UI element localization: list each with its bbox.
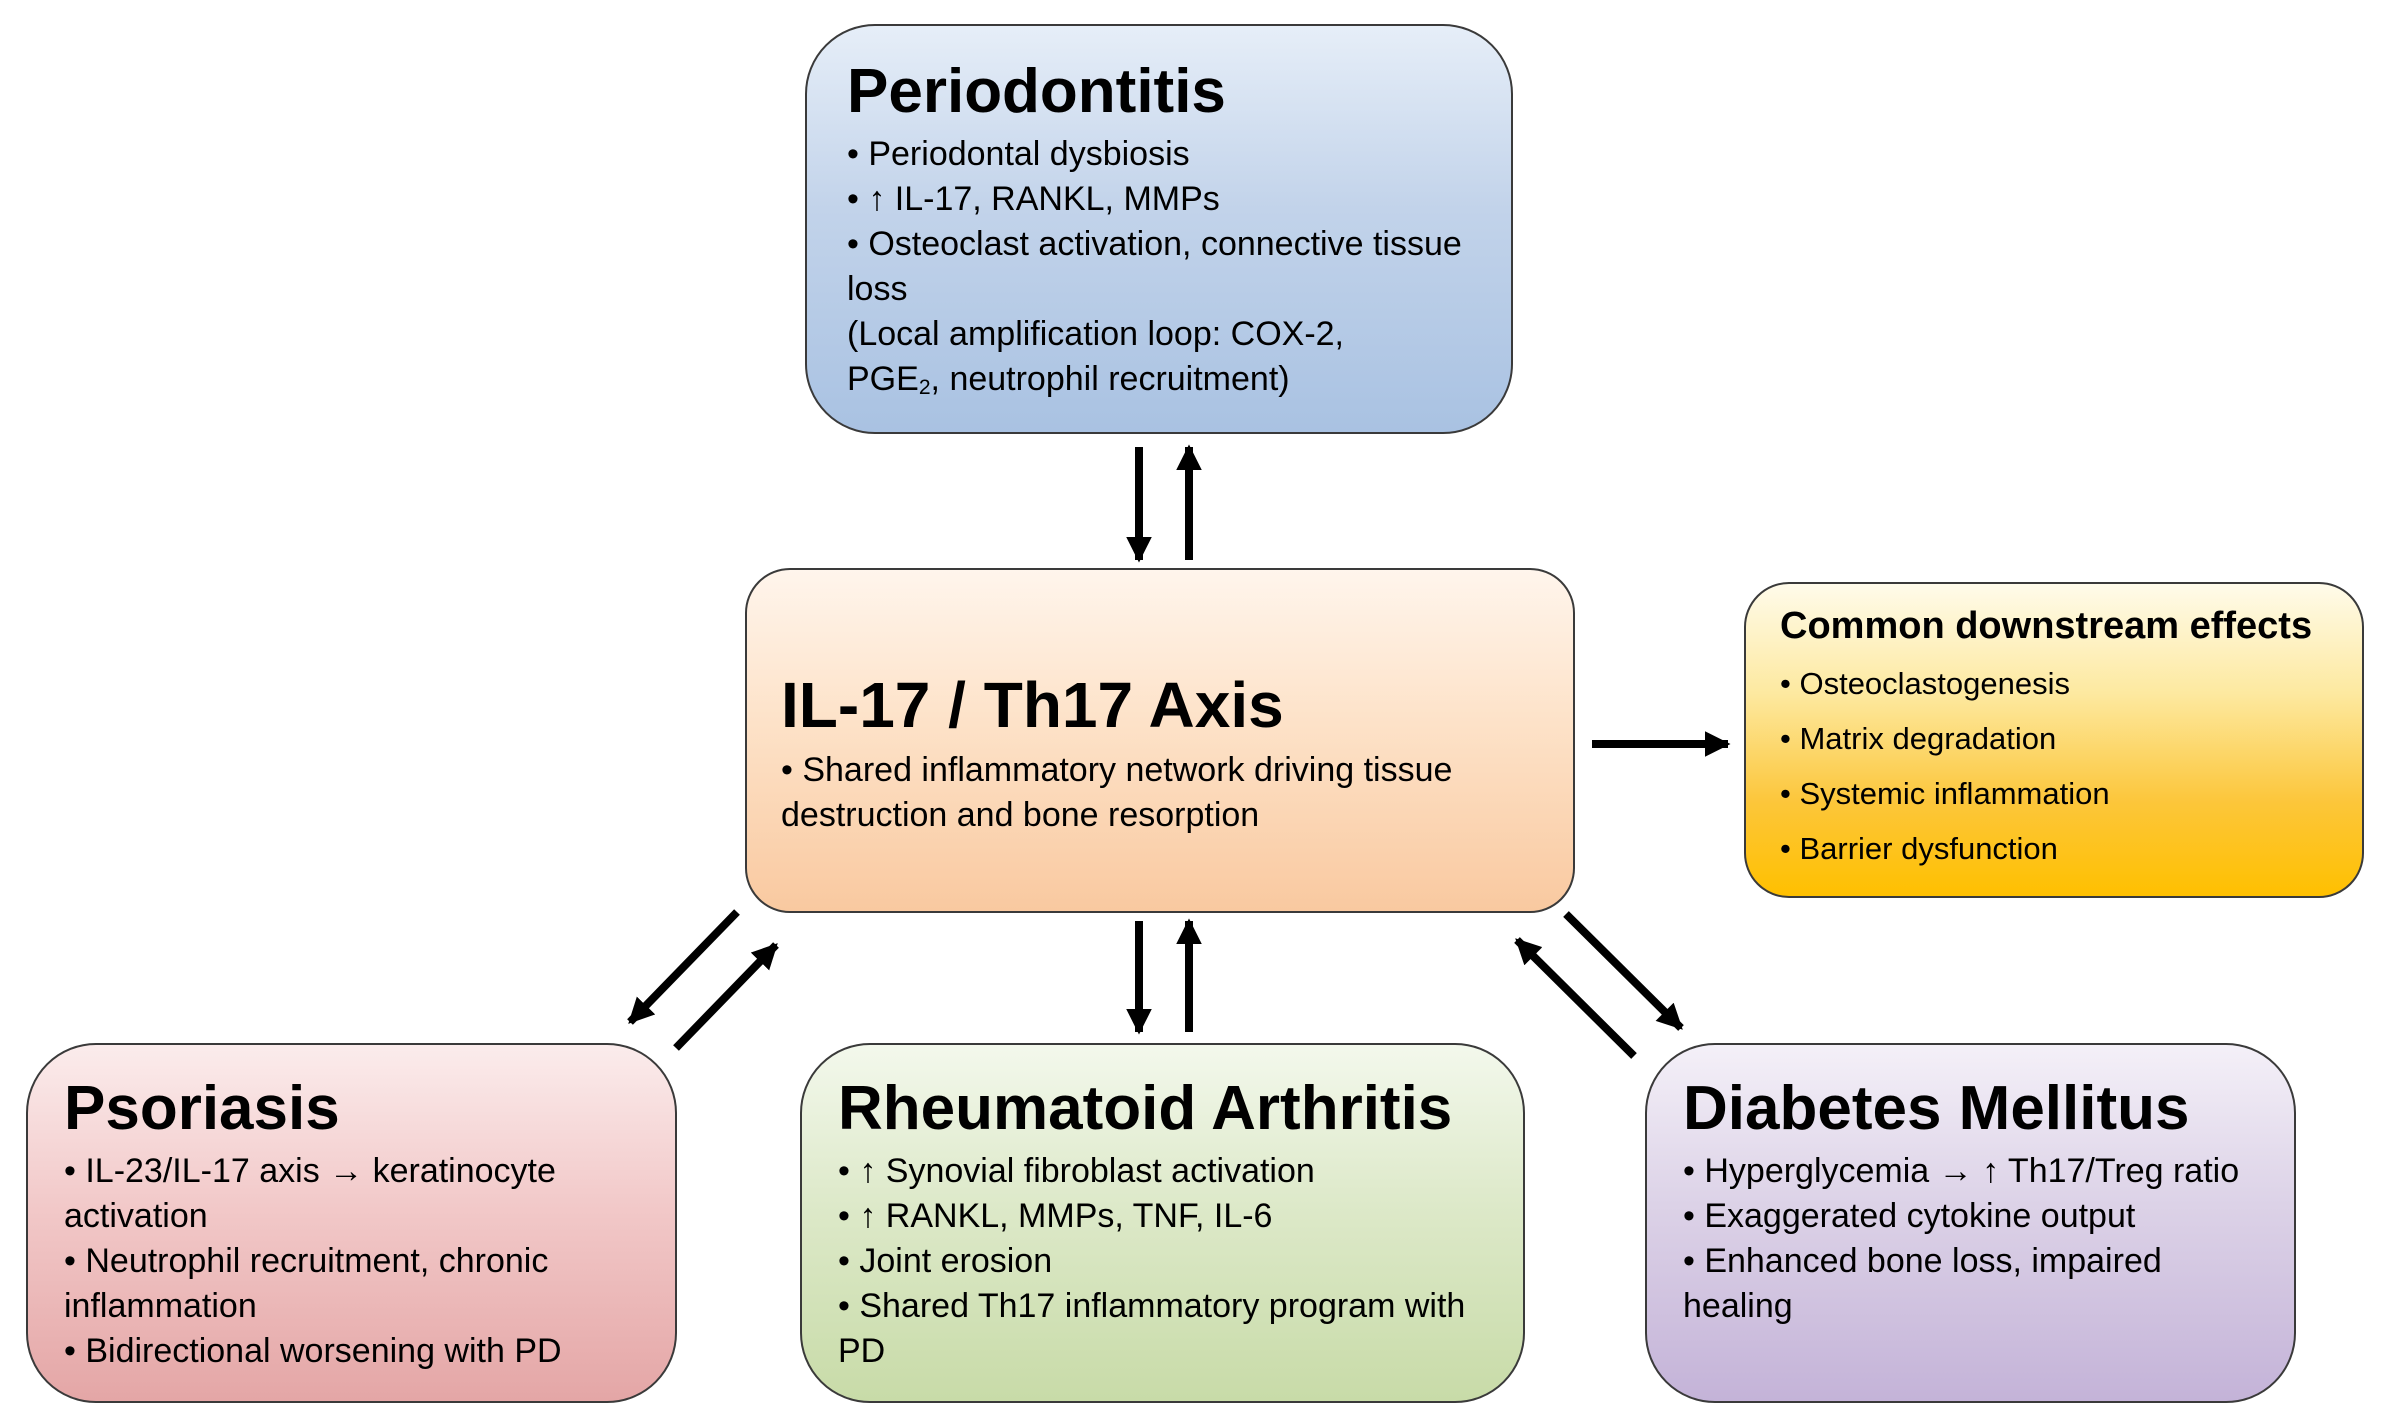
list-item: • Shared inflammatory network driving ti… (781, 751, 1453, 835)
il17-th17-axis-box: IL-17 / Th17 Axis • Shared inflammatory … (745, 568, 1575, 913)
rheumatoid-arthritis-box: Rheumatoid Arthritis • ↑ Synovial fibrob… (800, 1043, 1525, 1403)
arrow-axis-to-dm (1563, 911, 1684, 1031)
ra-title: Rheumatoid Arthritis (838, 1074, 1453, 1143)
periodontitis-title: Periodontitis (847, 57, 1226, 126)
axis-list: • Shared inflammatory network driving ti… (781, 748, 1539, 838)
list-item: • Systemic inflammation (1780, 775, 2110, 811)
ra-list: • ↑ Synovial fibroblast activation • ↑ R… (838, 1149, 1493, 1374)
list-item: • ↑ IL-17, RANKL, MMPs (847, 180, 1220, 219)
list-item: • Joint erosion (838, 1242, 1053, 1281)
list-item: • Shared Th17 inflammatory program with … (838, 1287, 1466, 1371)
list-item: • Hyperglycemia → ↑ Th17/Treg ratio (1683, 1152, 2240, 1191)
arrow-psoriasis-to-axis (673, 942, 779, 1051)
arrow-axis-to-psoriasis (627, 909, 740, 1025)
list-item: • Matrix degradation (1780, 720, 2057, 756)
list-item: • Barrier dysfunction (1780, 830, 2058, 866)
psoriasis-list: • IL-23/IL-17 axis → keratinocyte activa… (64, 1149, 645, 1374)
list-item: • Neutrophil recruitment, chronic inflam… (64, 1242, 549, 1326)
psoriasis-title: Psoriasis (64, 1074, 340, 1143)
axis-title: IL-17 / Th17 Axis (781, 669, 1284, 741)
list-item: • Periodontal dysbiosis (847, 135, 1190, 174)
downstream-title: Common downstream effects (1780, 605, 2313, 647)
pge-text: PGE (847, 360, 919, 399)
list-item: (Local amplification loop: COX-2, (847, 315, 1345, 354)
arrow-dm-to-axis (1514, 937, 1637, 1059)
downstream-list: • Osteoclastogenesis • Matrix degradatio… (1780, 656, 2336, 876)
psoriasis-box: Psoriasis • IL-23/IL-17 axis → keratinoc… (26, 1043, 677, 1403)
neutrophil-text: , neutrophil recruitment) (930, 360, 1290, 399)
list-item: • Bidirectional worsening with PD (64, 1332, 562, 1371)
list-item-pge2: PGE2, neutrophil recruitment) (847, 357, 1475, 402)
dm-list: • Hyperglycemia → ↑ Th17/Treg ratio • Ex… (1683, 1149, 2264, 1329)
dm-title: Diabetes Mellitus (1683, 1074, 2190, 1143)
list-item: • ↑ RANKL, MMPs, TNF, IL-6 (838, 1197, 1273, 1236)
downstream-effects-box: Common downstream effects • Osteoclastog… (1744, 582, 2364, 898)
list-item: • IL-23/IL-17 axis → keratinocyte activa… (64, 1152, 556, 1236)
periodontitis-list: • Periodontal dysbiosis • ↑ IL-17, RANKL… (847, 132, 1475, 402)
pge-subscript: 2 (918, 376, 931, 400)
list-item: • Osteoclastogenesis (1780, 665, 2071, 701)
periodontitis-box: Periodontitis • Periodontal dysbiosis • … (805, 24, 1513, 434)
list-item: • ↑ Synovial fibroblast activation (838, 1152, 1315, 1191)
list-item: • Enhanced bone loss, impaired healing (1683, 1242, 2162, 1326)
diabetes-mellitus-box: Diabetes Mellitus • Hyperglycemia → ↑ Th… (1645, 1043, 2296, 1403)
list-item: • Exaggerated cytokine output (1683, 1197, 2136, 1236)
list-item: • Osteoclast activation, connective tiss… (847, 225, 1462, 309)
